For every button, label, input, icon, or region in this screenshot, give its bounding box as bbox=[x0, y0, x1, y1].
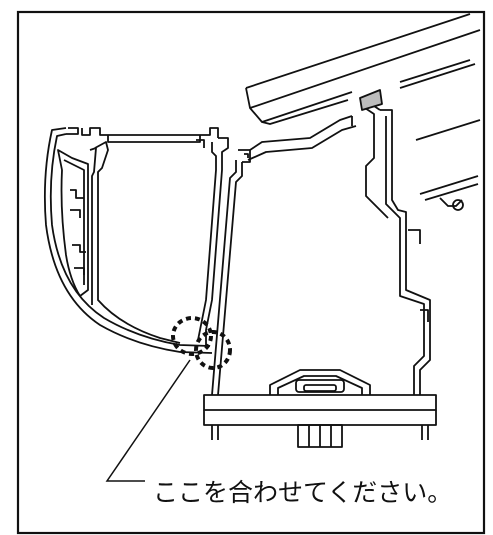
alignment-marker-left bbox=[171, 316, 213, 356]
callout-label: ここを合わせてください。 bbox=[153, 478, 453, 507]
main-body-profile bbox=[203, 101, 437, 448]
upper-right-panel bbox=[245, 13, 481, 211]
alignment-marker-right bbox=[194, 330, 232, 370]
alignment-markers bbox=[171, 316, 232, 370]
callout-leader-line bbox=[105, 359, 191, 482]
